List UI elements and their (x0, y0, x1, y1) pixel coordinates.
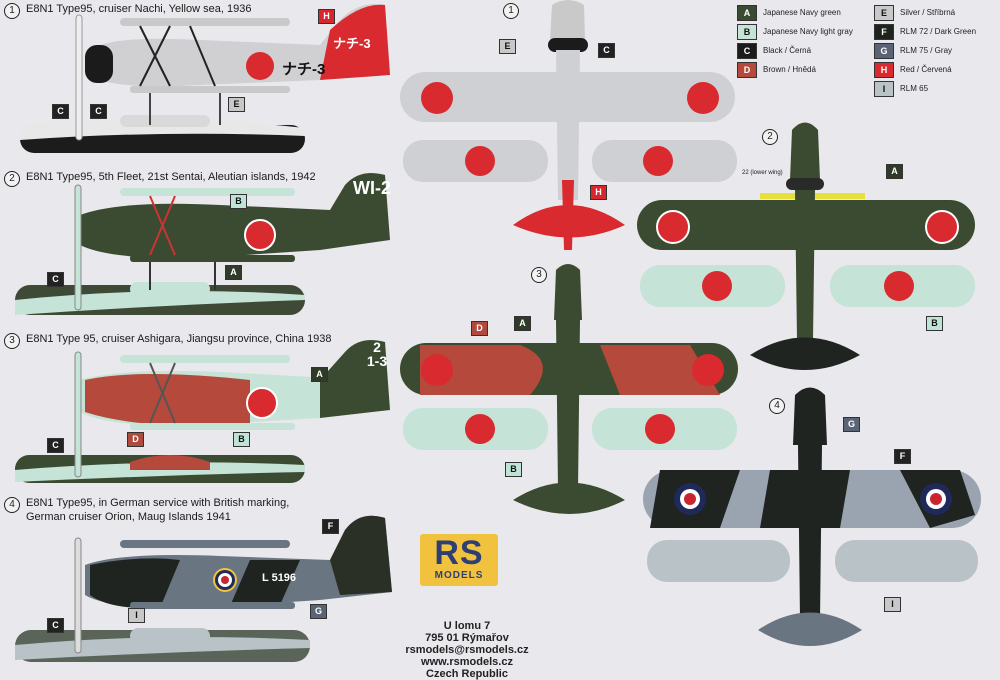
top-view-1-number: 1 (503, 3, 519, 19)
profile-2-tag-b: B (230, 194, 247, 209)
address-street: U lomu 7 (443, 620, 491, 632)
profile-1-tag-c-right: C (90, 104, 107, 119)
top-view-4-tag-g: G (843, 417, 860, 432)
profile-2-tag-a: A (225, 265, 242, 280)
top-view-3-tag-a: A (514, 316, 531, 331)
profile-1-tail-code: ナチ-3 (333, 36, 371, 51)
top-view-1-aircraft (400, 0, 737, 250)
legend-swatch-g: G (874, 43, 894, 59)
profile-2-aircraft (15, 172, 390, 315)
top-view-3-tag-b: B (505, 462, 522, 477)
profile-3-caption: E8N1 Type 95, cruiser Ashigara, Jiangsu … (26, 333, 332, 345)
profile-2-tail-code: WI-2 (353, 178, 391, 198)
profile-4-tag-i: I (128, 608, 145, 623)
top-view-2-tag-b: B (926, 316, 943, 331)
top-view-4-tag-i: I (884, 597, 901, 612)
profile-4-aircraft (15, 515, 392, 662)
profile-1-number: 1 (4, 3, 20, 19)
profile-1-tag-c-left: C (52, 104, 69, 119)
profile-3-tag-d: D (127, 432, 144, 447)
profile-3-number: 3 (4, 333, 20, 349)
top-view-1-tag-e: E (499, 39, 516, 54)
profile-2-number: 2 (4, 171, 20, 187)
top-view-3-aircraft (400, 264, 738, 514)
address-email: rsmodels@rsmodels.cz (405, 644, 529, 656)
top-view-2-tag-a: A (886, 164, 903, 179)
logo-sub: MODELS (434, 570, 484, 581)
legend-swatch-d: D (737, 62, 757, 78)
profile-4-fuselage-code: L 5196 (262, 572, 297, 584)
legend-swatch-e: E (874, 5, 894, 21)
profile-2-caption: E8N1 Type95, 5th Fleet, 21st Sentai, Ale… (26, 171, 316, 183)
logo-brand: RS (434, 534, 484, 572)
profile-1-aircraft (20, 4, 390, 153)
profile-4-tag-f: F (322, 519, 339, 534)
top-view-2-number: 2 (762, 129, 778, 145)
top-view-1-tag-h: H (590, 185, 607, 200)
profile-4-tag-c: C (47, 618, 64, 633)
profile-4-caption-line2: German cruiser Orion, Maug Islands 1941 (26, 511, 231, 523)
legend-swatch-f: F (874, 24, 894, 40)
address-city: 795 01 Rýmařov (425, 632, 509, 644)
top-view-3-tag-d: D (471, 321, 488, 336)
profile-3-tag-a: A (311, 367, 328, 382)
profile-1-fuselage-code: ナチ-3 (282, 61, 326, 78)
legend-swatch-b: B (737, 24, 757, 40)
profile-2-tag-c: C (47, 272, 64, 287)
profile-1-tag-e: E (228, 97, 245, 112)
rs-models-logo: RS MODELS (420, 534, 498, 586)
legend-swatch-c: C (737, 43, 757, 59)
company-address: U lomu 7 795 01 Rýmařov rsmodels@rsmodel… (382, 620, 552, 680)
top-view-3-number: 3 (531, 267, 547, 283)
profile-1-caption: E8N1 Type95, cruiser Nachi, Yellow sea, … (26, 3, 252, 15)
top-view-4-aircraft (643, 387, 981, 646)
address-country: Czech Republic (426, 668, 508, 680)
profile-3-aircraft (15, 339, 390, 483)
profile-4-number: 4 (4, 497, 20, 513)
address-web: www.rsmodels.cz (421, 656, 513, 668)
top-view-2-note: 22 (lower wing) (742, 170, 783, 176)
top-view-4-tag-f: F (894, 449, 911, 464)
profile-3-tag-b: B (233, 432, 250, 447)
profile-3-tag-c: C (47, 438, 64, 453)
top-view-4-number: 4 (769, 398, 785, 414)
legend-swatch-i: I (874, 81, 894, 97)
top-view-2-aircraft (637, 122, 975, 370)
legend-swatch-a: A (737, 5, 757, 21)
top-view-1-tag-c: C (598, 43, 615, 58)
profile-4-tag-g: G (310, 604, 327, 619)
legend-swatch-h: H (874, 62, 894, 78)
profile-3-tail-code: 2 1-3 (366, 339, 388, 369)
profile-1-tag-h: H (318, 9, 335, 24)
profile-4-caption-line1: E8N1 Type95, in German service with Brit… (26, 497, 290, 509)
